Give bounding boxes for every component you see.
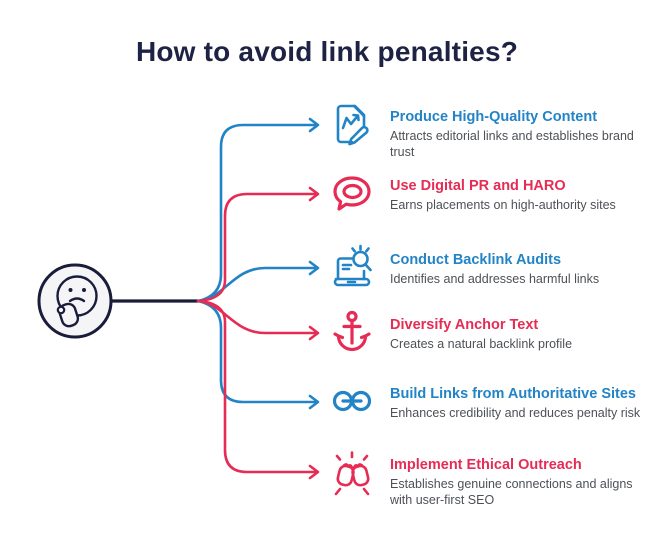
item-title: Use Digital PR and HARO: [390, 178, 566, 194]
list-item: Conduct Backlink Audits Identifies and a…: [326, 241, 646, 293]
branch-line-5: [196, 299, 320, 410]
speech-bubble-icon: [326, 167, 378, 219]
item-title: Produce High-Quality Content: [390, 109, 598, 125]
fist-bump-icon: [326, 446, 378, 498]
list-item: Use Digital PR and HARO Earns placements…: [326, 167, 646, 219]
list-item: Implement Ethical Outreach Establishes g…: [326, 446, 646, 508]
branch-line-1: [196, 117, 320, 303]
chain-link-icon: [326, 375, 378, 427]
item-title: Diversify Anchor Text: [390, 317, 539, 333]
list-item: Build Links from Authoritative Sites Enh…: [326, 375, 646, 427]
thinking-face-icon: [37, 263, 113, 339]
item-description: Creates a natural backlink profile: [390, 337, 573, 351]
list-item: Produce High-Quality Content Attracts ed…: [326, 98, 646, 160]
document-chart-pencil-icon: [326, 98, 378, 150]
branch-line-2: [196, 186, 320, 303]
item-description: Attracts editorial links and establishes…: [390, 129, 634, 159]
laptop-magnifier-icon: [326, 241, 378, 293]
item-description: Enhances credibility and reduces penalty…: [390, 406, 641, 420]
branch-line-6: [196, 299, 320, 480]
item-description: Establishes genuine connections and alig…: [390, 477, 633, 507]
item-title: Build Links from Authoritative Sites: [390, 386, 636, 402]
list-item: Diversify Anchor Text Creates a natural …: [326, 306, 646, 358]
page-title: How to avoid link penalties?: [135, 36, 519, 67]
item-description: Earns placements on high-authority sites: [390, 198, 616, 212]
anchor-icon: [326, 306, 378, 358]
item-title: Implement Ethical Outreach: [390, 457, 582, 473]
item-description: Identifies and addresses harmful links: [390, 272, 600, 286]
item-title: Conduct Backlink Audits: [390, 252, 562, 268]
